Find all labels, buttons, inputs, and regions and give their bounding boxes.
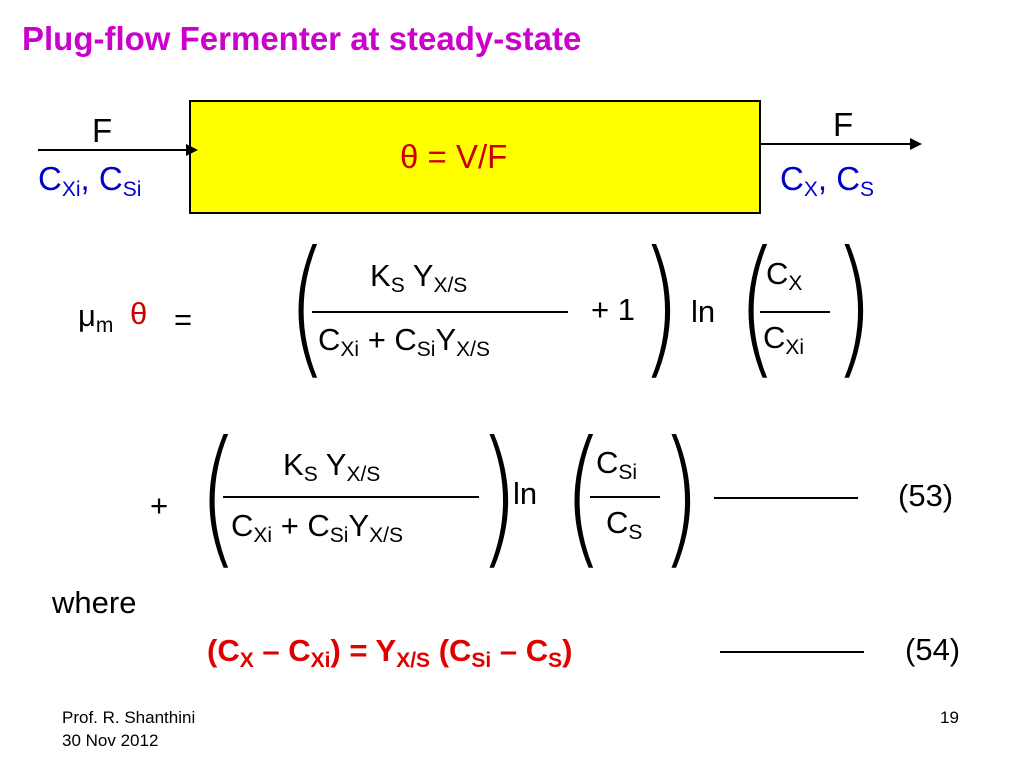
term2-ratio-num: CSi: [596, 445, 638, 484]
reactor-box: [189, 100, 761, 214]
lhs-theta: θ: [130, 296, 148, 331]
outlet-arrow-head: [910, 138, 922, 150]
slide-title: Plug-flow Fermenter at steady-state: [22, 20, 582, 57]
paren-open-2: (: [737, 220, 778, 394]
where-label: where: [52, 585, 137, 620]
eq53-leader-line: [714, 497, 858, 499]
term2-plus: +: [150, 488, 169, 523]
eq54-leader-line: [720, 651, 864, 653]
term1-ln: ln: [691, 294, 716, 329]
inlet-flow-label: F: [92, 112, 113, 149]
term1-numerator: KS YX/S: [370, 258, 468, 297]
term1-fraction-bar: [312, 311, 568, 313]
outlet-flow-label: F: [833, 106, 854, 143]
term1-ratio-bar: [760, 311, 830, 313]
footer-date: 30 Nov 2012: [62, 731, 159, 750]
paren-open-1: (: [287, 220, 328, 394]
reactor-label: θ = V/F: [400, 138, 508, 175]
inlet-arrow-line: [38, 149, 190, 151]
term2-denominator: CXi + CSiYX/S: [231, 508, 404, 547]
eq53-number: (53): [898, 478, 954, 513]
lhs-equals: =: [174, 302, 193, 337]
paren-close-4: ): [660, 410, 701, 584]
term2-numerator: KS YX/S: [283, 447, 381, 486]
paren-close-3: ): [478, 410, 519, 584]
paren-close-2: ): [833, 220, 874, 394]
inlet-concentrations: CXi, CSi: [38, 160, 142, 201]
term2-ratio-bar: [590, 496, 660, 498]
term1-ratio-den: CXi: [763, 320, 805, 359]
term1-denominator: CXi + CSiYX/S: [318, 322, 491, 361]
lhs-mu: μm: [78, 298, 114, 337]
paren-close-1: ): [640, 220, 681, 394]
term2-ratio-den: CS: [606, 505, 643, 544]
outlet-concentrations: CX, CS: [780, 160, 875, 201]
outlet-arrow-line: [761, 143, 913, 145]
inlet-arrow-head: [186, 144, 198, 156]
term1-plus-one: + 1: [591, 292, 635, 327]
eq54-expression: (CX – CXi) = YX/S (CSi – CS): [207, 633, 573, 672]
eq54-number: (54): [905, 632, 961, 667]
term2-ln: ln: [513, 476, 538, 511]
footer-author: Prof. R. Shanthini: [62, 708, 196, 727]
slide-number: 19: [940, 708, 959, 727]
term1-ratio-num: CX: [766, 256, 803, 295]
term2-fraction-bar: [223, 496, 479, 498]
